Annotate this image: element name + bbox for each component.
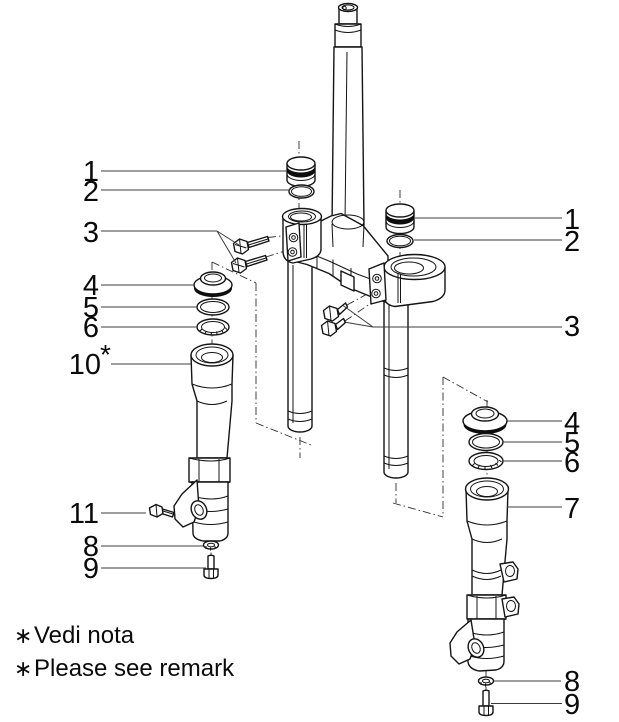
callout-label: 9 <box>564 689 580 721</box>
callout-label: 6 <box>83 312 99 344</box>
callout-star: * <box>100 339 111 370</box>
part-6-ring-right <box>468 451 504 471</box>
note-text: Vedi nota <box>34 622 135 649</box>
part-4-dust-seal-right <box>462 406 508 434</box>
right-stanchion-tube <box>383 265 409 479</box>
callout-right-2: 2 <box>414 226 580 258</box>
callout-label: 11 <box>69 498 99 530</box>
note-english: ∗ Please see remark <box>14 655 235 682</box>
callout-right-7: 7 <box>507 493 580 525</box>
stem-socket <box>331 214 365 248</box>
part-11-screw <box>148 503 175 518</box>
callout-left-6: 6 <box>83 312 197 344</box>
part-2-oring-left <box>288 184 315 199</box>
callout-label: 10 <box>69 349 101 381</box>
callout-label: 3 <box>83 217 99 249</box>
callout-right-9: 9 <box>491 689 580 721</box>
callout-label: 8 <box>564 666 580 698</box>
right-clamp-boss <box>368 253 446 308</box>
left-stanchion-tube <box>287 229 313 433</box>
callout-label: 6 <box>564 447 580 479</box>
brake-lug-lower <box>501 596 520 618</box>
callout-left-2: 2 <box>83 176 289 208</box>
part-7-outer-tube-right <box>449 477 520 672</box>
part-9-bolt-left <box>203 554 219 580</box>
callout-left-11: 11 <box>69 498 146 530</box>
part-3-bolts-left <box>230 235 270 274</box>
callout-left-9: 9 <box>83 553 206 585</box>
callout-right-6: 6 <box>503 447 580 479</box>
callout-label: 1 <box>83 156 99 188</box>
footnotes: ∗ Vedi nota ∗ Please see remark <box>14 622 235 682</box>
part-3-bolts-right <box>320 302 349 337</box>
callout-label: 2 <box>83 176 99 208</box>
callout-label: 1 <box>564 204 580 236</box>
callout-right-1: 1 <box>415 204 580 236</box>
callout-label: 2 <box>564 226 580 258</box>
part-1-cap-left <box>286 156 316 188</box>
callout-right-4: 4 <box>507 407 580 439</box>
brake-lug-upper <box>499 561 519 583</box>
callout-label: 4 <box>83 270 99 302</box>
callout-right-8: 8 <box>494 666 580 698</box>
callout-label: 5 <box>83 292 99 324</box>
note-star-symbol: ∗ <box>14 656 32 681</box>
callout-label: 5 <box>564 427 580 459</box>
part-1-cap-right <box>385 203 415 235</box>
part-4-dust-seal-left <box>193 271 233 297</box>
callout-left-3: 3 <box>83 217 240 264</box>
part-6-ring-left <box>196 318 230 336</box>
callout-left-5: 5 <box>83 292 197 324</box>
callouts-left: 1 2 3 4 5 6 10 * 11 <box>69 156 289 585</box>
callout-label: 3 <box>564 311 580 343</box>
callout-label: 8 <box>83 531 99 563</box>
callout-left-1: 1 <box>83 156 287 188</box>
part-8-washer-right <box>477 676 495 687</box>
note-text: Please see remark <box>34 655 235 682</box>
part-2-oring-right <box>386 233 414 249</box>
part-9-bolt-right <box>478 689 494 717</box>
callout-label: 4 <box>564 407 580 439</box>
part-10-outer-tube-left <box>173 343 234 542</box>
lower-yoke <box>281 207 446 308</box>
part-5-oring-right <box>468 432 504 452</box>
callout-left-10: 10 * <box>69 339 191 381</box>
callouts-right: 1 2 3 4 5 6 7 8 <box>342 204 580 721</box>
callout-right-3: 3 <box>342 305 580 343</box>
part-5-oring-left <box>196 298 230 316</box>
left-clamp-boss <box>281 207 323 264</box>
note-star-symbol: ∗ <box>14 623 32 648</box>
steering-stem <box>331 2 365 226</box>
part-8-washer-left <box>202 540 220 551</box>
note-italian: ∗ Vedi nota <box>14 622 135 649</box>
callout-right-5: 5 <box>503 427 580 459</box>
callout-left-8: 8 <box>83 531 203 563</box>
callout-label: 7 <box>564 493 580 525</box>
callout-label: 9 <box>83 553 99 585</box>
callout-left-4: 4 <box>83 270 194 302</box>
